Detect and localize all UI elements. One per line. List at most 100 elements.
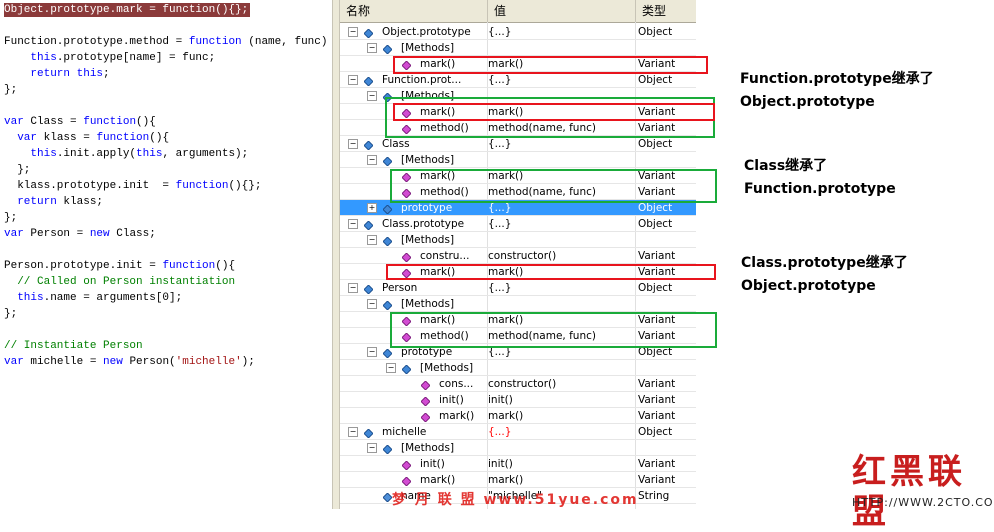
collapse-toggle-icon[interactable]: − bbox=[348, 27, 358, 37]
code-editor[interactable]: Object.prototype.mark = function(){};Fun… bbox=[0, 0, 332, 509]
watch-row[interactable]: −[Methods] bbox=[340, 232, 696, 248]
watch-cell-value: {...} bbox=[488, 138, 512, 150]
collapse-toggle-icon[interactable]: − bbox=[348, 427, 358, 437]
watch-item-name: constru... bbox=[420, 250, 470, 262]
code-line: this.init.apply(this, arguments); bbox=[4, 147, 248, 161]
watch-row[interactable]: −[Methods] bbox=[340, 40, 696, 56]
watch-row[interactable]: mark()mark()Variant bbox=[340, 408, 696, 424]
collapse-toggle-icon[interactable]: − bbox=[348, 75, 358, 85]
code-line: var michelle = new Person('michelle'); bbox=[4, 355, 255, 369]
watch-header: 名称 值 类型 bbox=[340, 0, 696, 23]
watch-row[interactable]: init()init()Variant bbox=[340, 392, 696, 408]
watch-row[interactable]: −prototype{...}Object bbox=[340, 344, 696, 360]
watch-cell-type: Variant bbox=[638, 186, 676, 198]
collapse-toggle-icon[interactable]: − bbox=[367, 443, 377, 453]
collapse-toggle-icon[interactable]: − bbox=[367, 155, 377, 165]
watch-cell-type: Object bbox=[638, 426, 673, 438]
code-token: this bbox=[30, 52, 57, 64]
watch-row[interactable]: mark()mark()Variant bbox=[340, 168, 696, 184]
watch-cell-type: Variant bbox=[638, 474, 676, 486]
column-header-value[interactable]: 值 bbox=[488, 0, 636, 22]
code-token: .prototype[name] = func; bbox=[56, 52, 216, 64]
watch-item-name: mark() bbox=[420, 58, 456, 70]
code-token bbox=[4, 68, 30, 80]
object-icon bbox=[382, 347, 393, 359]
watch-cell-name: mark() bbox=[340, 312, 486, 328]
watch-row[interactable]: −michelle{...}Object bbox=[340, 424, 696, 440]
watch-row[interactable]: −Function.prot...{...}Object bbox=[340, 72, 696, 88]
watch-cell-name: init() bbox=[340, 392, 486, 408]
collapse-toggle-icon[interactable]: − bbox=[367, 91, 377, 101]
watch-row[interactable]: −Person{...}Object bbox=[340, 280, 696, 296]
watch-row[interactable]: name"michelle"String bbox=[340, 488, 696, 504]
watch-cell-name: −[Methods] bbox=[340, 232, 486, 248]
watch-cell-type: Object bbox=[638, 282, 673, 294]
watch-row[interactable]: constru...constructor()Variant bbox=[340, 248, 696, 264]
column-header-name[interactable]: 名称 bbox=[340, 0, 488, 22]
watch-row[interactable]: init()init()Variant bbox=[340, 456, 696, 472]
watch-cell-name: −[Methods] bbox=[340, 152, 486, 168]
watch-row[interactable]: method()method(name, func)Variant bbox=[340, 184, 696, 200]
watch-row[interactable]: mark()mark()Variant bbox=[340, 264, 696, 280]
object-icon bbox=[382, 443, 393, 455]
watch-row[interactable]: mark()mark()Variant bbox=[340, 56, 696, 72]
collapse-toggle-icon[interactable]: − bbox=[348, 219, 358, 229]
collapse-toggle-icon[interactable]: − bbox=[348, 283, 358, 293]
watch-row[interactable]: −Class{...}Object bbox=[340, 136, 696, 152]
watch-cell-value bbox=[488, 440, 634, 456]
collapse-toggle-icon[interactable]: − bbox=[386, 363, 396, 373]
watch-cell-value: {...} bbox=[488, 218, 512, 230]
watch-cell-value: {...} bbox=[488, 282, 512, 294]
collapse-toggle-icon[interactable]: − bbox=[367, 299, 377, 309]
watch-row[interactable]: −Class.prototype{...}Object bbox=[340, 216, 696, 232]
code-line: }; bbox=[4, 307, 17, 321]
collapse-toggle-icon[interactable]: − bbox=[367, 347, 377, 357]
object-icon bbox=[401, 363, 412, 375]
watch-row[interactable]: −[Methods] bbox=[340, 152, 696, 168]
watch-window: 名称 值 类型 −Object.prototype{...}Object−[Me… bbox=[340, 0, 696, 509]
watch-cell-value bbox=[488, 152, 634, 168]
expand-toggle-icon[interactable]: + bbox=[367, 203, 377, 213]
watch-item-name: mark() bbox=[420, 106, 456, 118]
watch-cell-type bbox=[638, 152, 696, 168]
code-token: (){ bbox=[136, 116, 156, 128]
watch-cell-name: −[Methods] bbox=[340, 440, 486, 456]
watch-row[interactable]: method()method(name, func)Variant bbox=[340, 120, 696, 136]
watch-row[interactable]: mark()mark()Variant bbox=[340, 312, 696, 328]
watch-row[interactable]: −[Methods] bbox=[340, 360, 696, 376]
annotation-line: Object.prototype bbox=[741, 278, 876, 294]
collapse-toggle-icon[interactable]: − bbox=[367, 235, 377, 245]
watch-cell-value: "michelle" bbox=[488, 490, 542, 502]
watch-row[interactable]: mark()mark()Variant bbox=[340, 472, 696, 488]
watch-cell-value bbox=[488, 296, 634, 312]
watch-item-name: Class bbox=[382, 138, 410, 150]
watch-cell-type: Variant bbox=[638, 170, 676, 182]
column-header-type[interactable]: 类型 bbox=[642, 4, 667, 18]
watch-cell-value: {...} bbox=[488, 26, 512, 38]
collapse-toggle-icon[interactable]: − bbox=[367, 43, 377, 53]
object-icon bbox=[382, 235, 393, 247]
highlight-box-green bbox=[390, 169, 717, 203]
watch-cell-type: String bbox=[638, 490, 670, 502]
watch-row[interactable]: +prototype{...}Object bbox=[340, 200, 696, 216]
watch-cell-value: mark() bbox=[488, 106, 524, 118]
code-line: var klass = function(){ bbox=[4, 131, 169, 145]
watch-cell-value: mark() bbox=[488, 410, 524, 422]
method-icon bbox=[420, 411, 431, 423]
watch-row[interactable]: −[Methods] bbox=[340, 440, 696, 456]
watch-row[interactable]: −[Methods] bbox=[340, 296, 696, 312]
highlight-box-red bbox=[386, 264, 716, 280]
watch-row[interactable]: method()method(name, func)Variant bbox=[340, 328, 696, 344]
code-token: function bbox=[96, 132, 150, 144]
watch-cell-name: mark() bbox=[340, 168, 486, 184]
watch-row[interactable]: cons...constructor()Variant bbox=[340, 376, 696, 392]
code-token: var bbox=[4, 228, 24, 240]
watch-cell-value: method(name, func) bbox=[488, 122, 596, 134]
pane-splitter[interactable] bbox=[332, 0, 340, 509]
object-icon bbox=[382, 203, 393, 215]
code-token: return bbox=[30, 68, 71, 80]
watch-cell-type: Object bbox=[638, 218, 673, 230]
watch-row[interactable]: −Object.prototype{...}Object bbox=[340, 24, 696, 40]
watch-item-name: mark() bbox=[420, 266, 456, 278]
collapse-toggle-icon[interactable]: − bbox=[348, 139, 358, 149]
